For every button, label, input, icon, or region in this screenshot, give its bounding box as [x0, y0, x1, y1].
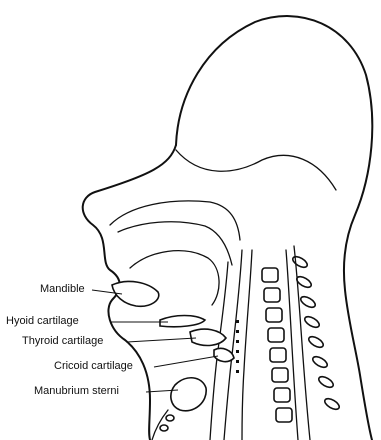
spinous-processes	[291, 255, 341, 412]
cricoid-cartilage-shape	[214, 348, 234, 361]
cricoid-leader	[154, 356, 218, 367]
label-thyroid-cartilage: Thyroid cartilage	[22, 336, 103, 347]
label-manubrium-sterni: Manubrium sterni	[34, 386, 119, 397]
tracheal-rings	[236, 320, 239, 373]
palate	[118, 222, 232, 265]
label-cricoid-cartilage: Cricoid cartilage	[54, 361, 133, 372]
cranial-base	[176, 150, 336, 190]
label-hyoid-cartilage: Hyoid cartilage	[6, 316, 79, 327]
manubrium-bone	[171, 378, 206, 411]
label-mandible: Mandible	[40, 284, 85, 295]
nasal-cavity	[110, 201, 240, 240]
esophagus	[242, 250, 252, 440]
hyoid-bone	[160, 316, 205, 327]
cervical-vertebrae	[262, 268, 292, 422]
thyroid-leader	[126, 338, 196, 342]
